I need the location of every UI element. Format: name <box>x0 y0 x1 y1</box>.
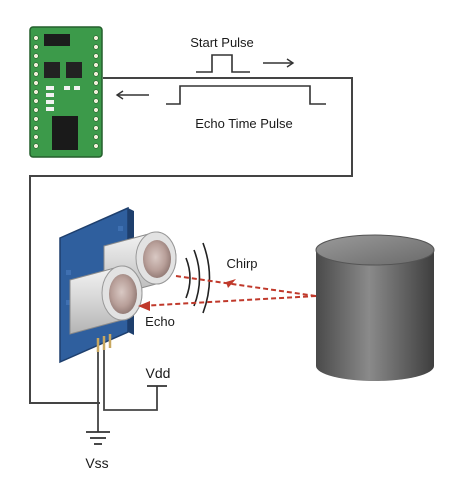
top-chip <box>44 34 70 46</box>
sensor-pins <box>96 334 112 352</box>
microcontroller-board <box>29 26 103 158</box>
vss-label: Vss <box>85 455 108 471</box>
echo-label: Echo <box>145 314 175 329</box>
start-pulse-arrow <box>263 58 295 68</box>
echo-beam <box>139 295 317 307</box>
echo-arrowhead <box>138 301 150 311</box>
start-pulse-label: Start Pulse <box>190 35 254 50</box>
echo-time-pulse-waveform <box>166 85 326 105</box>
chirp-sound-waves <box>185 242 211 314</box>
signal-wiring <box>29 77 353 404</box>
power-wiring <box>97 350 158 432</box>
small-components <box>46 86 80 111</box>
start-pulse-waveform <box>196 54 250 73</box>
vdd-label: Vdd <box>146 365 171 381</box>
square-chip-right <box>66 62 82 78</box>
echo-pulse-arrow <box>115 90 149 100</box>
chirp-arrowhead <box>226 279 236 288</box>
ultrasonic-sensor <box>59 206 177 364</box>
right-pin-header <box>93 35 99 149</box>
left-pin-header <box>33 35 39 149</box>
chirp-label: Chirp <box>226 256 257 271</box>
square-chip-left <box>44 62 60 78</box>
target-cylinder <box>315 234 435 381</box>
receiver-transducer <box>69 265 143 335</box>
echo-time-pulse-label: Echo Time Pulse <box>195 116 293 131</box>
chirp-beam <box>175 275 317 297</box>
main-chip <box>52 116 78 150</box>
ground-icon <box>86 431 110 445</box>
